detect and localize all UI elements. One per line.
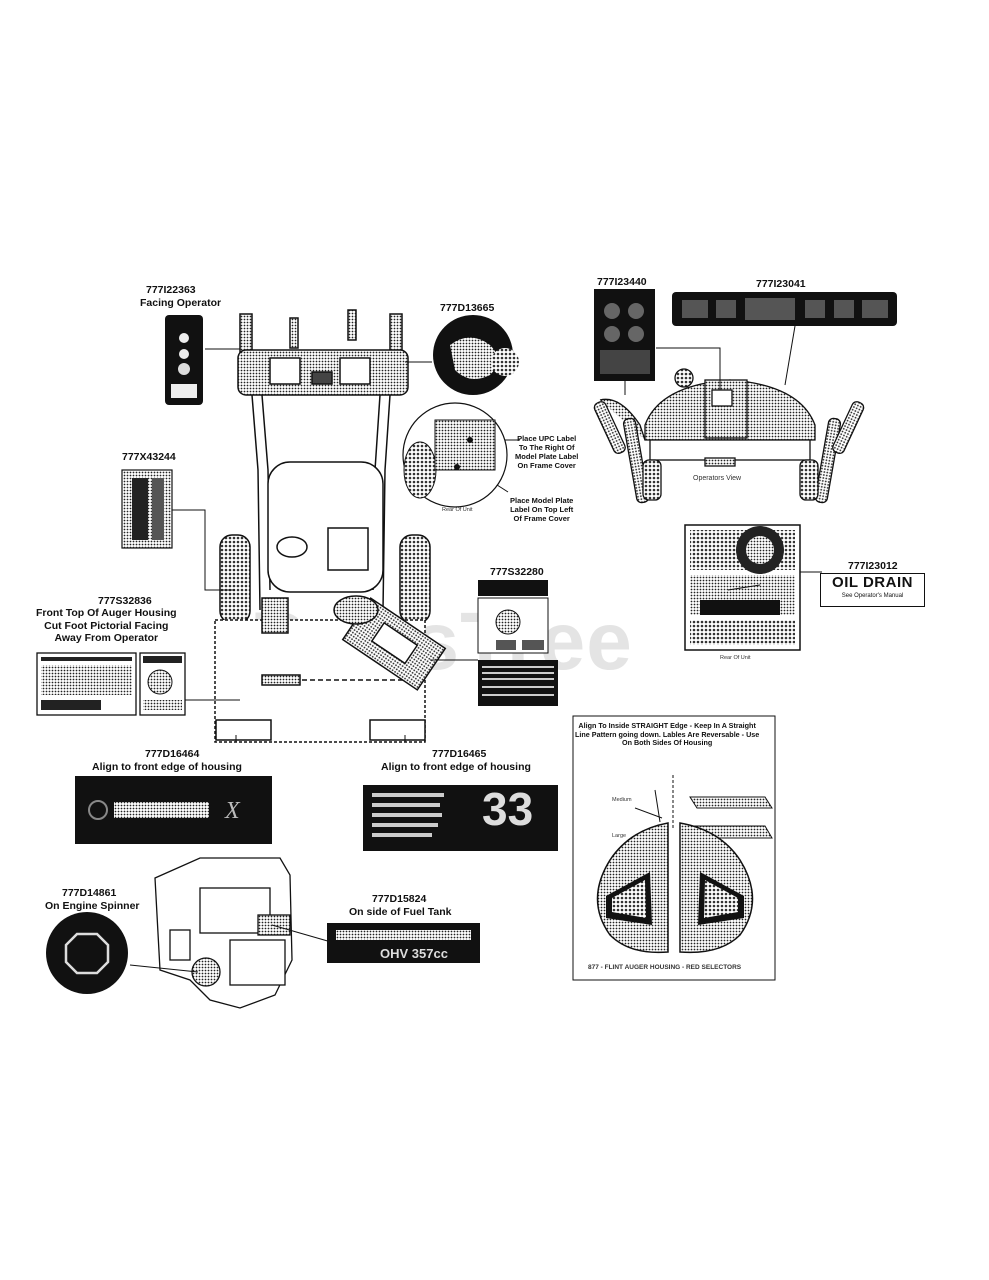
label-medium: Medium xyxy=(612,797,632,803)
note-front-top: Front Top Of Auger Housing Cut Foot Pict… xyxy=(36,607,177,645)
oil-drain-subtitle: See Operator's Manual xyxy=(841,593,904,599)
part-777i23012: 777I23012 xyxy=(848,560,898,572)
oil-drain-title: OIL DRAIN xyxy=(832,574,913,591)
label-large: Large xyxy=(612,833,627,839)
part-777d15824: 777D15824 xyxy=(372,893,427,905)
note-operators-view: Operators View xyxy=(693,475,742,482)
note-align-front-left: Align to front edge of housing xyxy=(92,761,242,773)
note-on-engine-spinner: On Engine Spinner xyxy=(45,900,140,912)
engine xyxy=(154,857,293,1009)
part-777d13665: 777D13665 xyxy=(440,302,495,314)
note-rear-of-unit-b: Rear Of Unit xyxy=(720,655,751,661)
note-flint: 877 - FLINT AUGER HOUSING - RED SELECTOR… xyxy=(588,964,742,971)
svg-text:OHV 357cc: OHV 357cc xyxy=(380,946,448,961)
part-777s32836: 777S32836 xyxy=(98,595,152,607)
decal-777s32280-header xyxy=(478,580,548,596)
part-777d14861: 777D14861 xyxy=(62,887,117,899)
part-777i22363: 777I22363 xyxy=(146,284,196,296)
part-777i23440: 777I23440 xyxy=(597,276,647,288)
part-777i23041: 777I23041 xyxy=(756,278,806,290)
note-place-upc: Place UPC Label To The Right Of Model Pl… xyxy=(515,434,579,470)
decal-33-number: 33 xyxy=(482,783,534,835)
note-rear-of-unit-a: Rear Of Unit xyxy=(442,507,473,513)
xp-logo: X xyxy=(224,798,241,824)
decal-777i22363 xyxy=(165,315,203,405)
note-on-side-fuel: On side of Fuel Tank xyxy=(349,906,452,918)
snowblower-frame xyxy=(214,309,447,743)
label-facing-operator: Facing Operator xyxy=(140,297,222,309)
operators-view-drawing xyxy=(593,368,865,504)
note-align-front-right: Align to front edge of housing xyxy=(381,761,531,773)
note-align-inside: Align To Inside STRAIGHT Edge - Keep In … xyxy=(575,721,760,748)
part-777d16465: 777D16465 xyxy=(432,748,487,760)
part-777s32280: 777S32280 xyxy=(490,566,544,578)
part-777x43244: 777X43244 xyxy=(122,451,176,463)
part-777d16464: 777D16464 xyxy=(145,748,200,760)
decal-oil-drain: OIL DRAIN See Operator's Manual xyxy=(820,573,925,607)
decal-777d15824 xyxy=(327,923,480,963)
note-place-model: Place Model Plate Label On Top Left Of F… xyxy=(510,496,574,523)
auger-housing-panel xyxy=(572,715,776,981)
